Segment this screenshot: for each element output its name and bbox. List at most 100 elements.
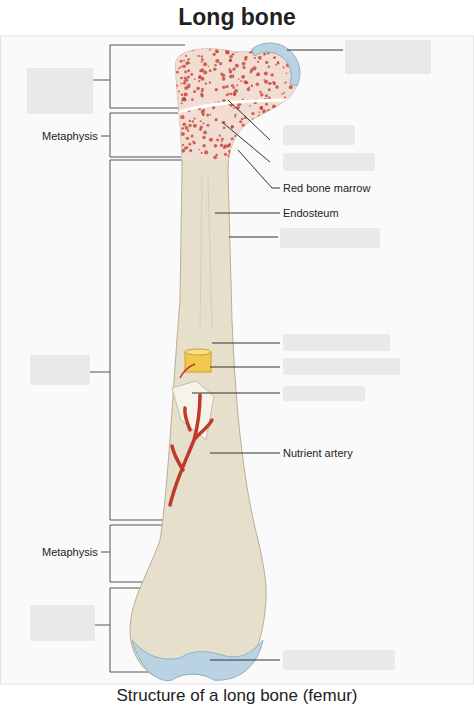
- marrow-dot: [297, 115, 301, 119]
- marrow-dot: [232, 53, 235, 56]
- yellow-marrow-top: [185, 349, 211, 355]
- marrow-dot: [209, 138, 213, 142]
- marrow-dot: [236, 84, 238, 86]
- marrow-dot: [212, 106, 215, 109]
- marrow-dot: [183, 43, 185, 45]
- blank-label: [283, 386, 365, 401]
- marrow-dot: [173, 113, 175, 115]
- marrow-dot: [240, 80, 242, 82]
- marrow-dot: [272, 104, 276, 108]
- marrow-dot: [257, 61, 259, 63]
- marrow-dot: [260, 93, 263, 96]
- marrow-dot: [292, 135, 295, 138]
- marrow-dot: [222, 85, 226, 89]
- marrow-dot: [178, 41, 181, 44]
- articular-cartilage: [252, 43, 300, 86]
- marrow-dot: [258, 114, 261, 117]
- marrow-dot: [172, 81, 174, 83]
- marrow-dot: [232, 68, 235, 71]
- marrow-dot: [176, 145, 178, 147]
- blank-label: [30, 605, 95, 641]
- marrow-dot: [277, 62, 279, 64]
- leader-line: [210, 453, 280, 454]
- marrow-dot: [198, 87, 200, 89]
- marrow-dot: [281, 136, 283, 138]
- marrow-dot: [229, 68, 231, 70]
- title: Long bone: [0, 4, 474, 31]
- marrow-dot: [201, 94, 204, 97]
- marrow-dot: [234, 114, 236, 116]
- marrow-dot: [231, 137, 234, 140]
- marrow-dot: [245, 131, 248, 134]
- marrow-dot: [243, 80, 247, 84]
- marrow-dot: [169, 156, 172, 159]
- marrow-dot: [294, 102, 296, 104]
- marrow-dot: [297, 96, 299, 98]
- marrow-dot: [258, 125, 260, 127]
- marrow-dot: [242, 66, 245, 69]
- marrow-dot: [182, 48, 186, 52]
- marrow-dot: [204, 150, 208, 154]
- marrow-dot: [182, 122, 186, 126]
- marrow-dot: [216, 139, 219, 142]
- marrow-dot: [255, 144, 257, 146]
- marrow-dot: [219, 42, 221, 44]
- blank-label: [283, 153, 375, 171]
- marrow-dot: [184, 92, 188, 96]
- marrow-dot: [252, 66, 256, 70]
- part-label: Red bone marrow: [283, 181, 370, 195]
- marrow-dot: [193, 124, 197, 128]
- marrow-dot: [200, 126, 203, 129]
- marrow-dot: [175, 120, 177, 122]
- marrow-dot: [215, 49, 219, 53]
- marrow-dot: [295, 142, 297, 144]
- marrow-dot: [229, 59, 232, 62]
- marrow-dot: [219, 62, 222, 65]
- marrow-dot: [180, 115, 184, 119]
- marrow-dot: [289, 127, 293, 131]
- marrow-dot: [295, 146, 297, 148]
- marrow-dot: [271, 158, 273, 160]
- marrow-dot: [169, 64, 172, 67]
- marrow-dot: [292, 41, 294, 43]
- marrow-dot: [185, 55, 187, 57]
- marrow-dot: [184, 93, 186, 95]
- leader-line: [287, 50, 343, 51]
- marrow-dot: [221, 138, 224, 141]
- marrow-dot: [187, 129, 190, 132]
- marrow-dot: [240, 146, 243, 149]
- marrow-dot: [298, 119, 300, 121]
- marrow-dot: [241, 75, 245, 79]
- marrow-dot: [180, 60, 183, 63]
- blank-label: [280, 228, 380, 248]
- marrow-dot: [256, 82, 260, 86]
- marrow-dot: [287, 136, 289, 138]
- marrow-dot: [224, 153, 227, 156]
- leader-line: [212, 343, 280, 344]
- marrow-dot: [277, 141, 279, 143]
- marrow-dot: [286, 72, 288, 74]
- marrow-dot: [216, 51, 219, 54]
- marrow-dot: [233, 74, 235, 76]
- marrow-dot: [233, 147, 236, 150]
- marrow-dot: [242, 124, 245, 127]
- epiphyseal-line: [179, 100, 292, 112]
- leader-line: [228, 100, 270, 140]
- marrow-dot: [286, 122, 290, 126]
- marrow-dot: [296, 96, 300, 100]
- marrow-dot: [180, 49, 182, 51]
- blank-label: [27, 68, 93, 114]
- marrow-dot: [181, 93, 184, 96]
- marrow-dot: [194, 78, 196, 80]
- marrow-dot: [233, 93, 236, 96]
- marrow-dot: [290, 120, 292, 122]
- marrow-dot: [215, 59, 219, 63]
- marrow-dot: [209, 49, 211, 51]
- marrow-dot: [180, 77, 183, 80]
- marrow-dot: [189, 143, 192, 146]
- marrow-dot: [289, 85, 293, 89]
- marrow-dot: [264, 80, 268, 84]
- marrow-dot: [287, 111, 290, 114]
- marrow-dot: [249, 51, 252, 54]
